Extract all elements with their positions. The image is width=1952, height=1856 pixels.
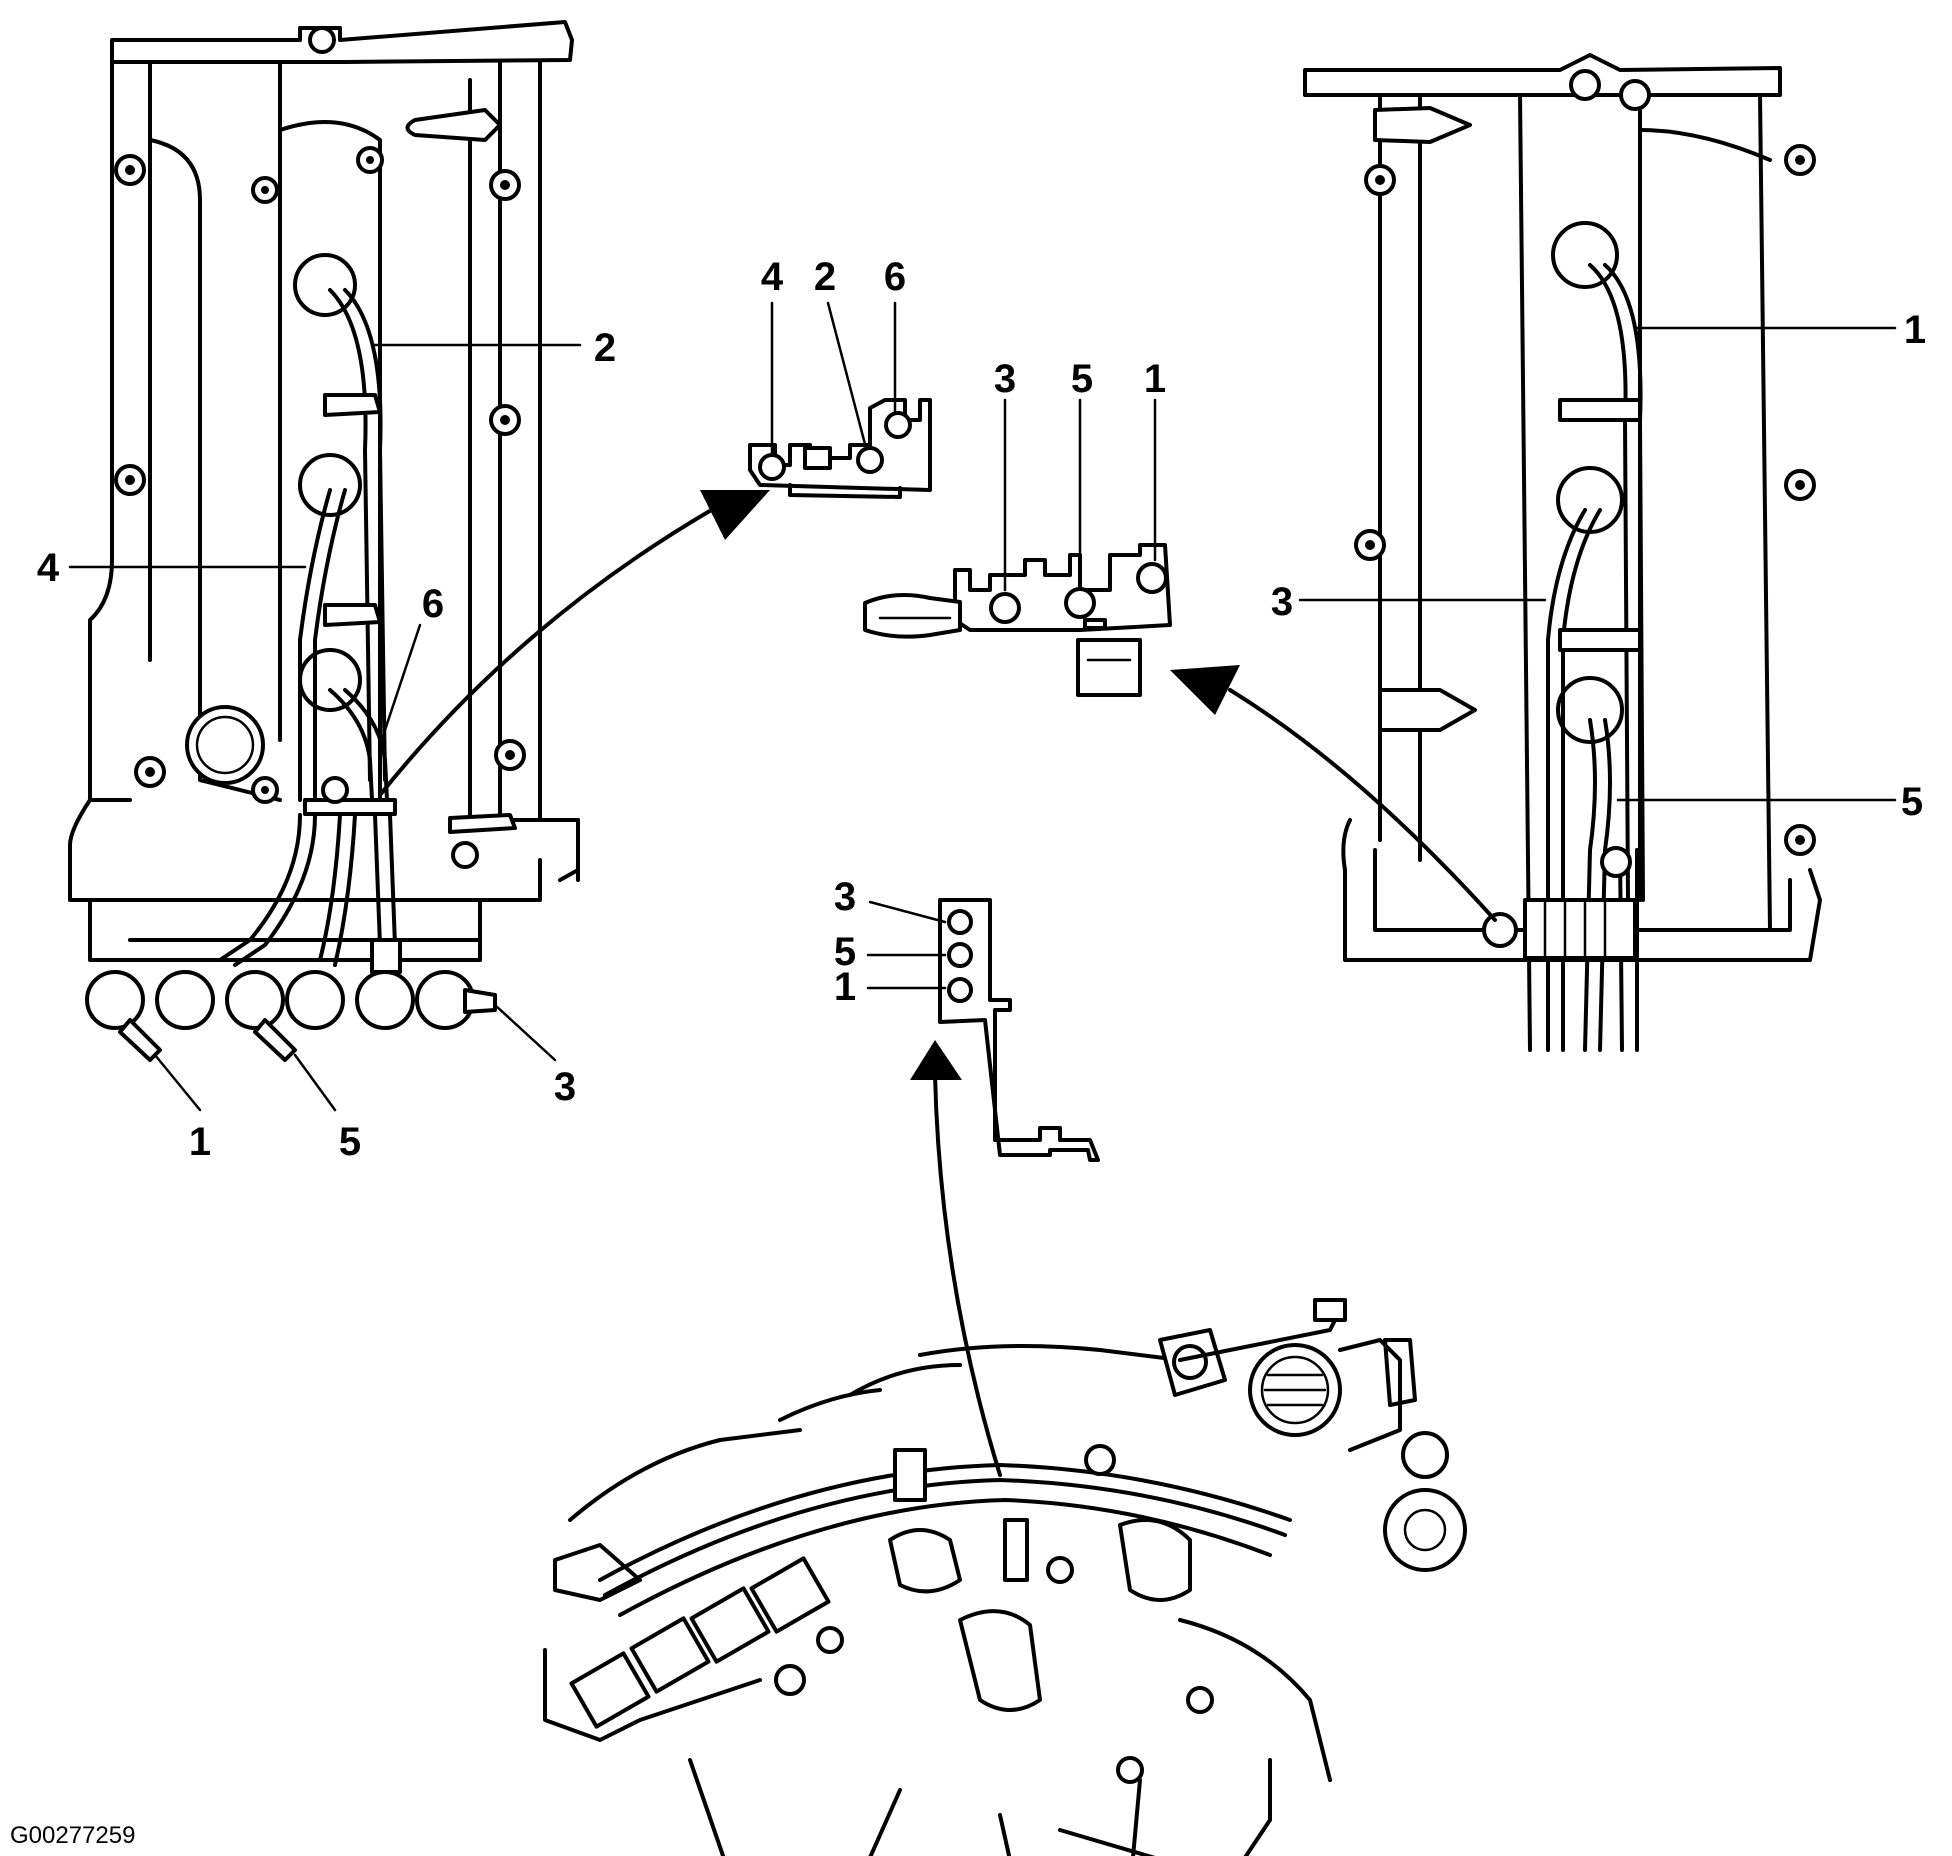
right-clamp-callout-5: 5 (1071, 357, 1093, 401)
right-clamp-callout-3: 3 (994, 357, 1016, 401)
left-clamp-callout-6: 6 (884, 255, 906, 299)
bracket-callout-5: 5 (834, 930, 856, 974)
right-head-callout-3: 3 (1271, 580, 1293, 624)
right-head-callout-5: 5 (1901, 780, 1923, 824)
callout-labels: 2 4 6 1 5 3 4 2 6 3 5 1 1 3 5 3 5 1 G002… (10, 255, 1926, 1849)
intake-manifold-assembly (543, 1298, 1467, 1856)
right-head-callout-1: 1 (1904, 308, 1926, 352)
left-clamp-callout-2: 2 (814, 255, 836, 299)
right-cylinder-head (1298, 53, 1897, 1052)
left-head-callout-5: 5 (339, 1120, 361, 1164)
bracket-callout-1: 1 (834, 965, 856, 1009)
left-cylinder-head (68, 20, 582, 1112)
bracket-callout-3: 3 (834, 875, 856, 919)
left-head-callout-1: 1 (189, 1120, 211, 1164)
figure-code: G00277259 (10, 1822, 135, 1849)
right-clamp-callout-1: 1 (1144, 357, 1166, 401)
left-head-callout-6: 6 (422, 582, 444, 626)
left-head-callout-2: 2 (594, 326, 616, 370)
left-head-callout-4: 4 (37, 546, 60, 590)
right-clamp-detail (863, 398, 1172, 697)
left-head-callout-3: 3 (554, 1065, 576, 1109)
bracket-detail (866, 898, 1100, 1162)
left-clamp-callout-4: 4 (761, 255, 784, 299)
left-clamp-detail (748, 301, 932, 499)
